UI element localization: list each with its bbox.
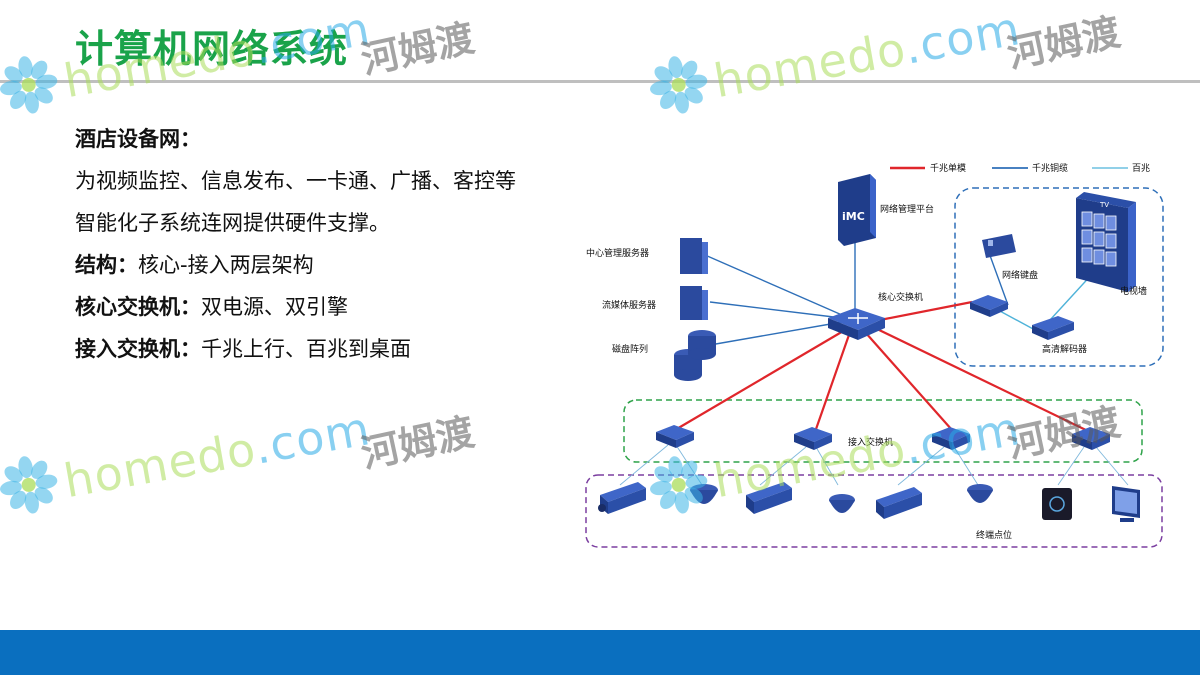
box-camera-icon xyxy=(598,482,646,514)
decoder-icon xyxy=(1032,316,1074,340)
text-line-heading: 酒店设备网： xyxy=(75,127,201,151)
watermark-brand: homedo.com xyxy=(709,1,1025,109)
legend-light-label: 百兆 xyxy=(1132,163,1150,174)
media-server-label: 流媒体服务器 xyxy=(602,299,656,311)
core-switch-icon xyxy=(828,308,885,340)
title-divider xyxy=(0,80,1200,83)
center-server-icon xyxy=(680,238,708,274)
text-block: 酒店设备网： 为视频监控、信息发布、一卡通、广播、客控等 智能化子系统连网提供硬… xyxy=(75,118,595,370)
imc-label: 网络管理平台 xyxy=(880,203,934,215)
access-switch-icon xyxy=(656,425,694,448)
tv-group-switch-icon xyxy=(970,295,1008,317)
access-switch-icon xyxy=(932,427,970,450)
watermark-brand: homedo.com xyxy=(59,401,375,509)
svg-text:TV: TV xyxy=(1099,201,1109,209)
tv-wall-label: 电视墙 xyxy=(1120,285,1147,297)
dome-camera-icon xyxy=(829,494,855,513)
keyboard-label: 网络键盘 xyxy=(1002,269,1038,281)
media-server-icon xyxy=(680,286,708,320)
network-diagram: 千兆单模 千兆铜缆 百兆 iMC 网络管理平台 xyxy=(585,162,1164,548)
text-line-value: 千兆上行、百兆到桌面 xyxy=(201,337,411,361)
text-line-key: 核心交换机： xyxy=(75,295,201,319)
center-server-label: 中心管理服务器 xyxy=(586,247,649,259)
tv-wall-icon: TV xyxy=(1076,192,1136,292)
endpoint-group-box xyxy=(585,474,1163,548)
legend-red-label: 千兆单模 xyxy=(930,162,966,174)
text-line-value: 双电源、双引擎 xyxy=(201,295,348,319)
monitor-icon xyxy=(1112,486,1140,522)
access-switch-icon xyxy=(794,427,832,450)
watermark-flower-icon xyxy=(0,56,58,114)
access-switch-label: 接入交换机 xyxy=(848,436,893,448)
box-camera-icon xyxy=(876,487,922,519)
disk-array-icon xyxy=(674,330,716,381)
slide-title: 计算机网络系统 xyxy=(75,27,349,71)
disk-array-label: 磁盘阵列 xyxy=(612,343,648,355)
dome-camera-icon xyxy=(690,484,718,504)
network-keyboard-icon xyxy=(982,234,1016,258)
watermark-flower-icon xyxy=(0,456,58,514)
endpoints-label: 终端点位 xyxy=(976,529,1012,541)
watermark-cn: 河姆渡 xyxy=(1003,9,1125,77)
tv-group-box xyxy=(954,187,1164,367)
text-line: 为视频监控、信息发布、一卡通、广播、客控等 xyxy=(75,169,516,193)
footer-bar xyxy=(0,630,1200,675)
text-line: 结构：核心-接入两层架构 xyxy=(75,244,595,286)
card-reader-icon xyxy=(1042,488,1072,520)
watermark: homedo.com 河姆渡 xyxy=(650,1,1130,130)
box-camera-icon xyxy=(746,482,792,514)
text-line-value: 核心-接入两层架构 xyxy=(138,253,314,277)
watermark-cn: 河姆渡 xyxy=(357,15,479,83)
text-line-key: 接入交换机： xyxy=(75,337,201,361)
svg-text:iMC: iMC xyxy=(842,210,865,223)
dome-camera-icon xyxy=(967,484,993,503)
legend-blue-label: 千兆铜缆 xyxy=(1032,162,1068,174)
imc-server-icon: iMC xyxy=(838,174,876,246)
watermark-flower-icon xyxy=(650,56,708,114)
text-line: 智能化子系统连网提供硬件支撑。 xyxy=(75,211,390,235)
text-line: 接入交换机：千兆上行、百兆到桌面 xyxy=(75,328,595,370)
watermark-cn: 河姆渡 xyxy=(357,409,479,477)
access-switch-icon xyxy=(1072,427,1110,450)
text-line: 核心交换机：双电源、双引擎 xyxy=(75,286,595,328)
watermark: homedo.com 河姆渡 xyxy=(0,401,480,530)
text-line-key: 结构： xyxy=(75,253,138,277)
core-switch-label: 核心交换机 xyxy=(878,291,923,303)
decoder-label: 高清解码器 xyxy=(1042,343,1087,355)
access-group-box xyxy=(623,399,1143,463)
